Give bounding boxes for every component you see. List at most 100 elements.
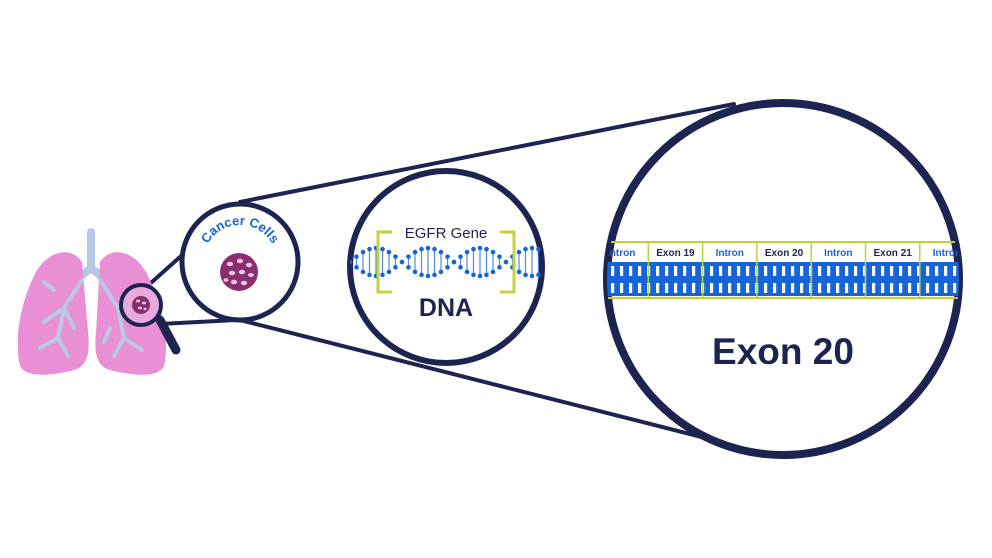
strip-tooth (899, 283, 903, 293)
cancer-cells-circle: Cancer Cells (179, 201, 301, 323)
strip-tooth (890, 266, 894, 276)
right-bronchi (98, 278, 144, 358)
strip-tooth (629, 266, 633, 276)
strip-tooth (719, 266, 723, 276)
strip-intron-label: Intron (933, 248, 961, 259)
strip-intron-label: Intron (716, 248, 744, 259)
strip-tooth (746, 266, 750, 276)
strip-tooth (845, 266, 849, 276)
strip-tooth (917, 266, 921, 276)
dna-strand-dot (536, 246, 541, 252)
egfr-gene-label: EGFR Gene (405, 225, 488, 242)
strip-intron-label: Intron (607, 248, 635, 259)
dna-strand-dot (516, 249, 522, 255)
strip-tooth (620, 266, 624, 276)
dna-strand-dot (406, 265, 411, 270)
strip-tooth (926, 283, 930, 293)
dna-strand-dot (458, 265, 463, 270)
strip-tooth (728, 266, 732, 276)
strip-tooth (935, 266, 939, 276)
dna-strand-dot (412, 249, 418, 255)
dna-strand-dot (386, 269, 392, 275)
strip-tooth (620, 283, 624, 293)
dna-strand-dot (471, 246, 476, 252)
strip-tooth (764, 266, 768, 276)
exon-20-title: Exon 20 (712, 331, 854, 372)
egfr-bracket-right (500, 230, 516, 294)
strip-tooth (827, 266, 831, 276)
strip-tooth (737, 283, 741, 293)
strip-exon-label: Exon 21 (873, 248, 912, 259)
strip-tooth (827, 283, 831, 293)
strip-tooth (854, 266, 858, 276)
magnifier-handle (155, 315, 181, 355)
dna-strand-dot (477, 245, 483, 251)
strip-tooth (836, 266, 840, 276)
dna-strand-dot (445, 265, 450, 270)
dna-strand-dot (516, 269, 522, 275)
strip-tooth (908, 283, 912, 293)
strip-tooth (656, 283, 660, 293)
strip-tooth (683, 266, 687, 276)
strip-exon-label: Exon 20 (765, 248, 804, 259)
dna-strand-dot (497, 265, 502, 270)
strip-tooth (953, 283, 957, 293)
strip-tooth (764, 283, 768, 293)
left-bronchi (38, 278, 84, 358)
dna-strand-dot (497, 254, 502, 259)
dna-strand-dot (425, 245, 431, 251)
strip-tooth (881, 283, 885, 293)
dna-strand-dot (354, 254, 359, 259)
strip-tooth (818, 283, 822, 293)
strip-tooth (719, 283, 723, 293)
strip-tooth (737, 266, 741, 276)
strip-tooth (665, 283, 669, 293)
dna-strand-dot (529, 273, 535, 279)
dna-strand-dot (380, 272, 385, 278)
strip-tooth (791, 266, 795, 276)
strip-tooth (917, 283, 921, 293)
strip-tooth (638, 283, 642, 293)
dna-strand-dot (360, 249, 366, 255)
strip-tooth (800, 283, 804, 293)
dna-strand-dot (445, 254, 450, 259)
dna-strand-dot (529, 245, 535, 251)
strip-tooth (674, 266, 678, 276)
strip-tooth (674, 283, 678, 293)
strip-tooth (899, 266, 903, 276)
strip-tooth (854, 283, 858, 293)
strip-tooth (926, 266, 930, 276)
dna-strand-dot (503, 259, 509, 265)
dna-strand-dot (386, 249, 392, 255)
strip-tooth (638, 266, 642, 276)
dna-strand-dot (360, 269, 366, 275)
strip-tooth (692, 266, 696, 276)
dna-strand-dot (464, 249, 470, 255)
strip-tooth (872, 283, 876, 293)
lungs-illustration (17, 228, 181, 375)
dna-strand-dot (471, 272, 476, 278)
dna-strand-dot (425, 273, 431, 279)
dna-strand-dot (399, 259, 405, 265)
strip-tooth (611, 283, 615, 293)
strip-tooth (710, 266, 714, 276)
strip-tooth (845, 283, 849, 293)
dna-strand-dot (354, 265, 359, 270)
dna-strand-dot (367, 272, 372, 278)
dna-strand-dot (419, 246, 424, 252)
strip-tooth (908, 266, 912, 276)
strip-tooth (773, 283, 777, 293)
strip-tooth (890, 283, 894, 293)
dna-strand-dot (393, 265, 398, 270)
dna-strand-dot (464, 269, 470, 275)
strip-tooth (692, 283, 696, 293)
strip-tooth (782, 266, 786, 276)
tumor-small (132, 296, 150, 314)
strip-tooth (728, 283, 732, 293)
egfr-bracket-left (376, 230, 392, 294)
dna-strand-dot (412, 269, 418, 275)
strip-tooth (656, 266, 660, 276)
